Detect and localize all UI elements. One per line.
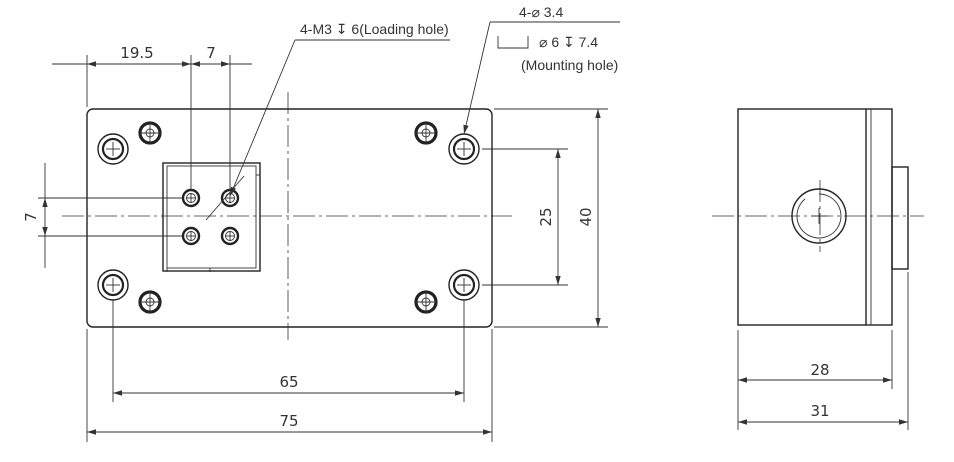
dimension-pitch-x: 7 [191, 44, 252, 67]
dim-label-pitch-x: 7 [206, 44, 216, 62]
mounting-hole [97, 269, 129, 301]
screw-head [138, 290, 162, 314]
loading-hole [181, 188, 201, 208]
dimension-offset-x: 19.5 [52, 44, 231, 190]
dim-label-total-depth: 31 [810, 402, 829, 420]
front-body-outline [86, 108, 493, 328]
screw-head [138, 121, 162, 145]
screw-head [414, 290, 438, 314]
dim-label-body-width: 75 [279, 412, 298, 430]
dim-label-mount-width: 65 [279, 373, 298, 391]
mounting-hole-callout: 4-⌀ 3.4 ⌀ 6 ↧ 7.4 (Mounting hole) [463, 4, 620, 135]
dim-label-mount-height: 25 [537, 207, 555, 226]
mounting-hole [448, 133, 480, 165]
loading-hole-note: 4-M3 ↧ 6(Loading hole) [300, 21, 449, 37]
mounting-hole [448, 269, 480, 301]
front-view: 19.5 7 7 25 40 [22, 4, 620, 442]
side-body-outline [737, 108, 893, 326]
mounting-hole-note-line3: (Mounting hole) [521, 57, 618, 73]
counterbore-symbol [497, 36, 529, 49]
dim-label-body-height: 40 [577, 207, 595, 226]
dim-label-body-depth: 28 [810, 361, 829, 379]
dimension-pitch-y: 7 [22, 163, 182, 268]
side-view: 28 31 [712, 108, 924, 430]
screw-head [414, 121, 438, 145]
dimension-total-depth: 31 [738, 272, 909, 430]
dimension-mount-height: 25 [482, 148, 568, 286]
side-protrusion [891, 166, 909, 270]
dimension-mount-width: 65 [112, 300, 465, 402]
dimension-body-depth: 28 [737, 330, 893, 430]
mounting-hole [97, 133, 129, 165]
dim-label-pitch-y: 7 [22, 212, 40, 222]
mounting-hole-note-line1: 4-⌀ 3.4 [519, 4, 563, 20]
loading-hole [181, 226, 201, 246]
dimension-body-width: 75 [86, 329, 493, 442]
loading-hole-callout: 4-M3 ↧ 6(Loading hole) [205, 21, 450, 221]
dimension-body-height: 40 [494, 108, 608, 328]
dim-label-offset-x: 19.5 [120, 44, 153, 62]
lens-mount-circle [791, 188, 847, 244]
mounting-hole-note-line2: ⌀ 6 ↧ 7.4 [539, 34, 598, 50]
connector-window [162, 162, 261, 272]
loading-hole [220, 226, 240, 246]
